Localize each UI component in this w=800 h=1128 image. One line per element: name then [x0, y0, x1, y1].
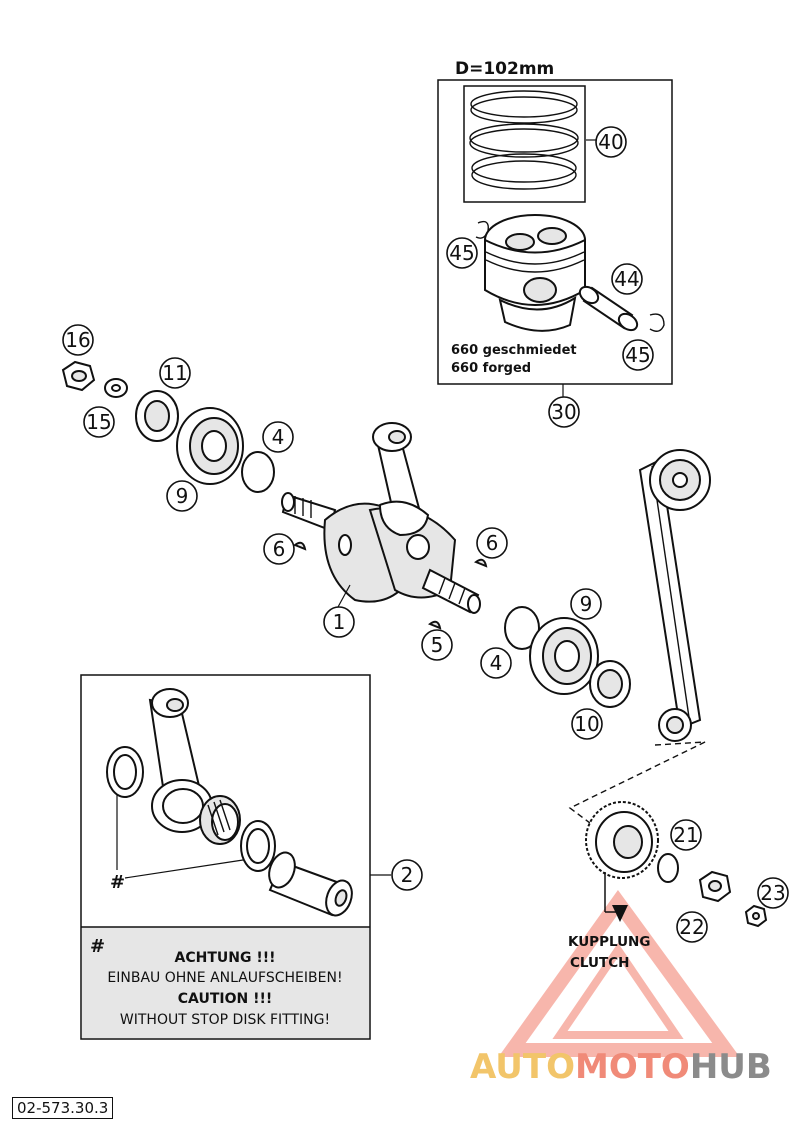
- nut-23-drawing: [744, 904, 768, 928]
- note-de-title: ACHTUNG !!!: [175, 950, 276, 966]
- callout-11: 11: [159, 357, 191, 389]
- svg-text:22: 22: [679, 915, 704, 939]
- shim-4-left-drawing: [241, 451, 275, 493]
- watermark-auto: AUTO: [470, 1047, 575, 1087]
- note-en-body: WITHOUT STOP DISK FITTING!: [120, 1012, 330, 1028]
- callout-15: 15: [83, 406, 115, 438]
- callout-23: 23: [757, 877, 789, 909]
- svg-text:11: 11: [162, 361, 187, 385]
- callout-45-left: 45: [446, 237, 478, 269]
- conrod-kit-box: [80, 674, 371, 1040]
- timing-chain-drawing: [638, 449, 711, 742]
- note-en-title: CAUTION !!!: [178, 991, 272, 1007]
- hash-leader-lines: [116, 795, 244, 879]
- forged-label-de: 660 geschmiedet: [451, 343, 577, 358]
- svg-text:45: 45: [625, 343, 650, 367]
- washer-15-drawing: [104, 378, 128, 398]
- svg-text:10: 10: [574, 712, 599, 736]
- spacer-10-drawing: [589, 660, 631, 708]
- svg-text:15: 15: [86, 410, 111, 434]
- svg-text:23: 23: [760, 881, 785, 905]
- svg-text:9: 9: [580, 592, 593, 616]
- piston-pin-drawing: [578, 285, 639, 332]
- svg-text:45: 45: [449, 241, 474, 265]
- crankshaft-drawing: [281, 422, 481, 614]
- callout-1: 1: [323, 606, 355, 638]
- piston-kit-box: [437, 79, 673, 385]
- shim-4-right-drawing: [504, 606, 540, 650]
- svg-text:4: 4: [490, 651, 503, 675]
- automotohub-watermark: AUTOMOTOHUB: [470, 1045, 795, 1087]
- circlip-top-drawing: [475, 220, 489, 239]
- callout-30: 30: [548, 396, 580, 428]
- clutch-arrow-icon: [604, 872, 628, 922]
- callout-leader-lines: [337, 139, 596, 876]
- svg-text:21: 21: [673, 823, 698, 847]
- callout-9-right: 9: [570, 588, 602, 620]
- conrod-kit-drawing: [106, 688, 353, 917]
- nut-22-drawing: [698, 870, 732, 903]
- callout-5: 5: [421, 629, 453, 661]
- svg-text:9: 9: [176, 484, 189, 508]
- callout-10: 10: [571, 708, 603, 740]
- hash-marker: #: [110, 872, 125, 893]
- piston-drawing: [484, 214, 586, 332]
- note-hash: #: [90, 936, 105, 957]
- callout-45-right: 45: [622, 339, 654, 371]
- piston-ring-box: [463, 85, 586, 203]
- shaft-seal-11-drawing: [135, 390, 179, 442]
- svg-text:2: 2: [401, 863, 414, 887]
- svg-text:6: 6: [273, 537, 286, 561]
- callout-4-left: 4: [262, 421, 294, 453]
- callout-40: 40: [595, 126, 627, 158]
- svg-text:5: 5: [431, 633, 444, 657]
- note-de-body: EINBAU OHNE ANLAUFSCHEIBEN!: [107, 970, 342, 986]
- callout-4-right: 4: [480, 647, 512, 679]
- watermark-text: AUTOMOTOHUB: [470, 1047, 772, 1087]
- callout-6-left: 6: [263, 533, 295, 565]
- callout-6-right: 6: [476, 527, 508, 559]
- callout-22: 22: [676, 911, 708, 943]
- clutch-label-de: KUPPLUNG: [568, 934, 650, 950]
- svg-text:1: 1: [333, 610, 346, 634]
- svg-text:6: 6: [486, 531, 499, 555]
- ball-bearing-9-left-drawing: [176, 407, 244, 485]
- svg-text:4: 4: [272, 425, 285, 449]
- callout-16: 16: [62, 324, 94, 356]
- watermark-triangle: [498, 890, 740, 1057]
- clutch-label-en: CLUTCH: [570, 955, 629, 971]
- ball-bearing-9-right-drawing: [529, 617, 599, 695]
- bore-label: D=102mm: [455, 59, 554, 79]
- svg-text:44: 44: [614, 267, 639, 291]
- forged-label-en: 660 forged: [451, 361, 531, 376]
- key-5-drawing: [427, 620, 442, 630]
- callout-21: 21: [670, 819, 702, 851]
- nut-16-drawing: [61, 360, 96, 392]
- callout-2: 2: [391, 859, 423, 891]
- watermark-hub: HUB: [689, 1047, 772, 1087]
- piston-rings-drawing: [469, 90, 579, 190]
- key-6-right-drawing: [473, 558, 488, 568]
- document-id-label: 02-573.30.3: [12, 1097, 114, 1119]
- washer-21-drawing: [657, 853, 679, 883]
- svg-text:16: 16: [65, 328, 90, 352]
- callout-44: 44: [611, 263, 643, 295]
- watermark-moto: MOTO: [574, 1047, 690, 1087]
- svg-text:30: 30: [551, 400, 576, 424]
- key-6-left-drawing: [292, 541, 307, 551]
- warning-panel: [82, 927, 369, 1038]
- svg-text:40: 40: [598, 130, 623, 154]
- primary-gear-drawing: [585, 801, 659, 879]
- circlip-bottom-drawing: [649, 313, 665, 332]
- callout-9-left: 9: [166, 480, 198, 512]
